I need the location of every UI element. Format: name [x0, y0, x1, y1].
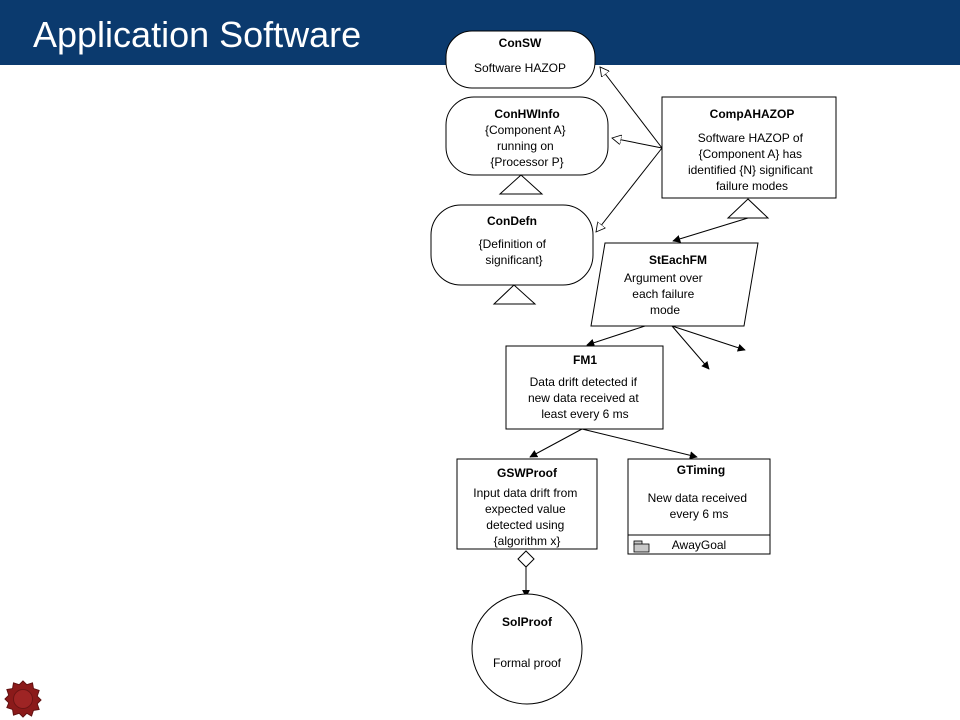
goal-shape: [661, 96, 837, 199]
node-condefn: ConDefn {Definition of significant}: [430, 204, 594, 305]
node-conhwinfo-id: ConHWInfo: [494, 107, 559, 121]
seal-logo-icon: [4, 680, 42, 718]
solution-shape: [471, 593, 583, 705]
node-conhwinfo: ConHWInfo {Component A} running on {Proc…: [445, 96, 609, 195]
link-compahazop-conhwinfo: [612, 138, 663, 149]
node-gtiming-id: GTiming: [677, 463, 725, 477]
node-gswproof-text: Input data drift from expected value det…: [473, 486, 580, 548]
link-steachfm-fm1: [586, 325, 646, 347]
node-gswproof-id: GSWProof: [497, 466, 558, 480]
node-gtiming: GTiming New data received every 6 ms Awa…: [627, 458, 771, 555]
undeveloped-triangle: [492, 284, 537, 305]
node-compahazop-text: Software HAZOP of {Component A} has iden…: [688, 131, 816, 193]
undeveloped-triangle: [498, 174, 544, 195]
node-consw-id: ConSW: [499, 36, 542, 50]
node-compahazop: CompAHAZOP Software HAZOP of {Component …: [661, 96, 837, 219]
undeveloped-triangle: [726, 198, 770, 219]
context-shape: [430, 204, 594, 286]
strategy-shape: [590, 242, 759, 327]
node-fm1-id: FM1: [573, 353, 597, 367]
link-compahazop-steachfm: [672, 217, 749, 243]
node-fm1: FM1 Data drift detected if new data rece…: [505, 345, 664, 430]
node-solproof-text: Formal proof: [493, 656, 562, 670]
support-links: [522, 217, 749, 598]
link-compahazop-condefn: [596, 147, 663, 232]
goal-shape: [456, 458, 598, 550]
folder-icon: [633, 540, 650, 553]
node-consw: ConSW Software HAZOP: [445, 30, 596, 89]
goal-shape: [505, 345, 664, 430]
link-steachfm-offpage-1: [671, 325, 710, 370]
context-shape: [445, 30, 596, 89]
node-steachfm: StEachFM Argument over each failure mode: [590, 242, 759, 327]
away-goal-label: AwayGoal: [672, 538, 726, 552]
node-gtiming-text: New data received every 6 ms: [648, 491, 751, 521]
node-solproof: SolProof Formal proof: [471, 593, 583, 705]
node-steachfm-text: Argument over each failure mode: [624, 271, 706, 317]
node-condefn-text: {Definition of significant}: [479, 237, 550, 267]
node-fm1-text: Data drift detected if new data received…: [528, 375, 642, 421]
uninstantiated-diamond: [517, 550, 535, 568]
page-title: Application Software: [33, 14, 362, 55]
context-links: [596, 67, 663, 232]
link-steachfm-offpage-2: [671, 325, 746, 352]
node-gswproof: GSWProof Input data drift from expected …: [456, 458, 598, 568]
node-compahazop-id: CompAHAZOP: [710, 107, 795, 121]
node-conhwinfo-text: {Component A} running on {Processor P}: [485, 123, 569, 169]
away-goal-shape: [627, 458, 771, 555]
node-condefn-id: ConDefn: [487, 214, 537, 228]
node-solproof-id: SolProof: [502, 615, 553, 629]
context-shape: [445, 96, 609, 176]
link-fm1-gswproof: [529, 428, 583, 458]
node-steachfm-id: StEachFM: [649, 253, 707, 267]
node-consw-text: Software HAZOP: [474, 61, 566, 75]
link-fm1-gtiming: [581, 428, 698, 460]
link-compahazop-consw: [600, 67, 663, 149]
